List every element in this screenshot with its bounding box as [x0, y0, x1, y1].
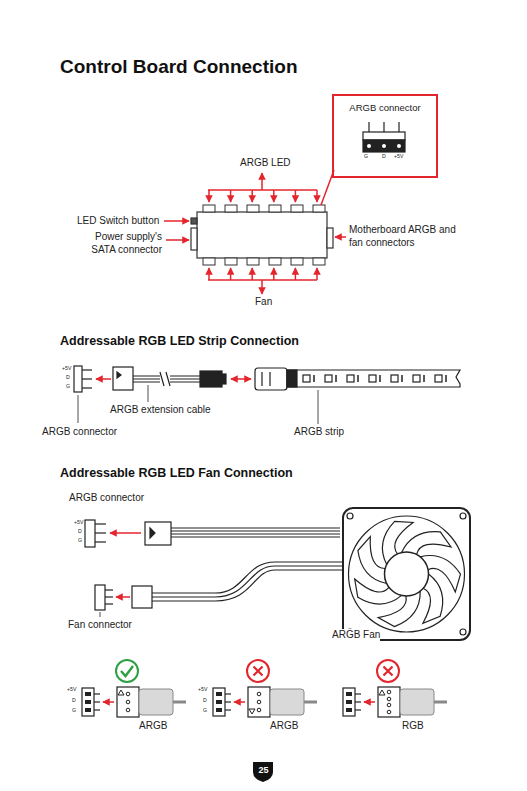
port-arrow [251, 190, 253, 202]
port-arrow [316, 268, 318, 280]
leader-lines [78, 385, 362, 628]
argb-port [203, 205, 215, 212]
port-arrow [316, 190, 318, 202]
port-arrows [209, 190, 317, 280]
connector-pair [213, 660, 317, 717]
strip-led [413, 375, 420, 382]
page-number-badge: 25 [252, 760, 275, 783]
part-label: Fan connector [68, 619, 132, 632]
part-label: ARGB [139, 720, 167, 733]
part-label: ARGB LED [240, 157, 291, 170]
pin-label: D [78, 528, 82, 535]
pin-label: G [78, 537, 82, 544]
strip-led [391, 375, 398, 382]
pin-label: +5V [394, 153, 403, 160]
part-label: LED Switch button [77, 215, 159, 228]
port-arrow [273, 268, 275, 280]
part-label: ARGB connector [42, 426, 117, 439]
pin-label: G [72, 707, 76, 714]
connector-pair [343, 660, 447, 717]
pin-label: G [203, 707, 207, 714]
strip-pad [379, 375, 381, 382]
part-label: ARGB connector [69, 492, 144, 505]
port-arrow [230, 190, 232, 202]
argb-port [269, 205, 281, 212]
port-arrow [208, 190, 210, 202]
part-label: ARGB [270, 720, 298, 733]
part-label: Fan [255, 296, 272, 309]
strip-pad [445, 375, 447, 382]
port-arrow [230, 268, 232, 280]
callout-box: ARGB connector [332, 94, 438, 178]
fan-port [291, 258, 303, 265]
strip-leds [303, 375, 446, 382]
pin-label: D [72, 697, 76, 704]
pin-label: D [203, 697, 207, 704]
pin-label: D [66, 374, 70, 381]
argb-port [313, 205, 325, 212]
fan-blade [402, 532, 451, 555]
strip-illustration [74, 366, 460, 392]
strip-arrows [96, 378, 251, 380]
fan-blades [355, 521, 461, 626]
part-label: ARGB Fan [332, 629, 380, 642]
pin-label: G [66, 383, 70, 390]
control-board [191, 212, 333, 258]
pin-label: D [382, 153, 386, 160]
strip-led [325, 375, 332, 382]
strip-led [347, 375, 354, 382]
page-number: 25 [252, 760, 275, 775]
section-heading: Addressable RGB LED Strip Connection [60, 334, 299, 350]
callout-connector [363, 122, 405, 152]
connector-pair [82, 660, 186, 717]
port-arrow [295, 268, 297, 280]
section-heading: Addressable RGB LED Fan Connection [60, 466, 293, 482]
fan-port [269, 258, 281, 265]
strip-pad [401, 375, 403, 382]
fan-port [247, 258, 259, 265]
fan-port [203, 258, 215, 265]
page-title: Control Board Connection [60, 56, 297, 78]
strip-led [369, 375, 376, 382]
strip-led [435, 375, 442, 382]
part-label: RGB [402, 720, 424, 733]
pin-label: +5V [67, 686, 76, 693]
fan-illustration [85, 508, 470, 640]
strip-pad [335, 375, 337, 382]
fan-port [225, 258, 237, 265]
strip-pad [313, 375, 315, 382]
fan-hub [385, 552, 429, 596]
part-label: Power supply's SATA connector [70, 231, 162, 256]
fan-port [313, 258, 325, 265]
pin-label: +5V [198, 686, 207, 693]
pin-label: +5V [74, 519, 83, 526]
fan-arrows [110, 533, 141, 597]
argb-port [225, 205, 237, 212]
red-arrows [164, 170, 346, 294]
strip-led [303, 375, 310, 382]
callout-title: ARGB connector [334, 96, 436, 113]
port-arrow [295, 190, 297, 202]
part-label: Motherboard ARGB and fan connectors [349, 224, 459, 249]
part-label: ARGB extension cable [110, 404, 211, 417]
port-arrow [273, 190, 275, 202]
port-arrow [208, 268, 210, 280]
pin-label: G [364, 153, 368, 160]
argb-port [247, 205, 259, 212]
argb-port [291, 205, 303, 212]
board-ports [203, 205, 325, 265]
strip-pad [357, 375, 359, 382]
part-label: ARGB strip [294, 426, 344, 439]
compatibility-row [82, 660, 447, 717]
pin-label: +5V [62, 365, 71, 372]
port-arrow [251, 268, 253, 280]
strip-pad [423, 375, 425, 382]
